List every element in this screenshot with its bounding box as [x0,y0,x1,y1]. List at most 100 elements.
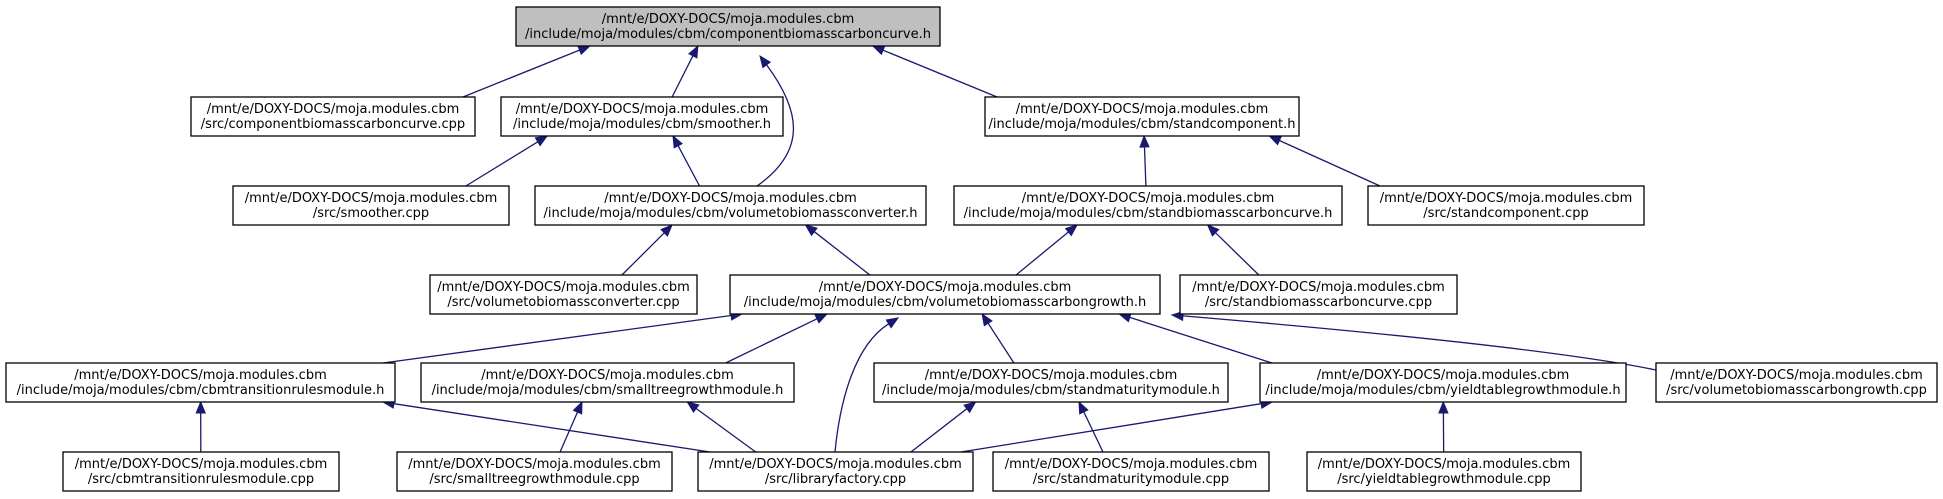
node-box [992,451,1270,492]
graph-node-vtbconv_h[interactable]: /mnt/e/DOXY-DOCS/moja.modules.cbm/includ… [534,185,927,226]
node-label-line: /mnt/e/DOXY-DOCS/moja.modules.cbm [74,368,327,383]
node-label-line: /src/libraryfactory.cpp [765,472,906,487]
edge-line [671,55,694,98]
graph-edge-cbcc_cpp-to-root [462,45,592,98]
node-label-line: /mnt/e/DOXY-DOCS/moja.modules.cbm [437,280,690,295]
node-label-line: /include/moja/modules/cbm/smoother.h [513,117,771,132]
graph-node-stg_cpp[interactable]: /mnt/e/DOXY-DOCS/moja.modules.cbm/src/sm… [396,451,673,492]
graph-edge-vtbconv_cpp-to-vtbconv_h [621,224,673,276]
graph-node-vtbcg_h[interactable]: /mnt/e/DOXY-DOCS/moja.modules.cbm/includ… [729,274,1161,315]
graph-node-ytg_h[interactable]: /mnt/e/DOXY-DOCS/moja.modules.cbm/includ… [1259,362,1627,403]
node-box [500,96,784,137]
node-label-line: /mnt/e/DOXY-DOCS/moja.modules.cbm [481,368,734,383]
node-label-line: /src/smoother.cpp [313,206,429,221]
graph-edge-smm_cpp-to-smm_h [1078,400,1104,453]
node-layer: /mnt/e/DOXY-DOCS/moja.modules.cbm/includ… [5,6,1938,492]
node-label-line: /src/volumetobiomasscarbongrowth.cpp [1666,383,1927,398]
node-label-line: /include/moja/modules/cbm/volumetobiomas… [544,206,918,221]
node-box [729,274,1161,315]
node-box [515,6,941,47]
graph-node-ytg_cpp[interactable]: /mnt/e/DOXY-DOCS/moja.modules.cbm/src/yi… [1306,451,1582,492]
node-box [953,185,1343,226]
node-box [62,451,340,492]
edge-line [882,49,998,98]
edge-line [465,141,539,187]
edge-line [559,411,579,453]
edge-line [677,145,701,187]
edge-line [1182,315,1657,371]
graph-node-cbmtr_h[interactable]: /mnt/e/DOXY-DOCS/moja.modules.cbm/includ… [5,362,396,403]
edge-arrowhead [534,135,549,147]
graph-edge-vtbconv_h-to-root [756,54,794,187]
node-label-line: /mnt/e/DOXY-DOCS/moja.modules.cbm [516,102,769,117]
graph-node-vtbconv_cpp[interactable]: /mnt/e/DOXY-DOCS/moja.modules.cbm/src/vo… [429,274,698,315]
node-label-line: /mnt/e/DOXY-DOCS/moja.modules.cbm [604,191,857,206]
graph-edge-sbcc_cpp-to-sbcc_h [1206,224,1260,276]
graph-node-cbcc_cpp[interactable]: /mnt/e/DOXY-DOCS/moja.modules.cbm/src/co… [190,96,476,137]
edge-arrowhead [981,312,993,327]
graph-node-stg_h[interactable]: /mnt/e/DOXY-DOCS/moja.modules.cbm/includ… [420,362,795,403]
edge-line [1129,316,1273,364]
edge-arrowhead [759,54,772,69]
graph-node-smoother_h[interactable]: /mnt/e/DOXY-DOCS/moja.modules.cbm/includ… [500,96,784,137]
edge-arrowhead [577,45,592,56]
node-label-line: /include/moja/modules/cbm/standmaturitym… [882,383,1220,398]
edge-line [813,231,871,276]
node-box [5,362,396,403]
graph-edge-smm_h-to-vtbcg_h [981,312,1015,364]
edge-arrowhead [660,224,673,237]
edge-arrowhead [885,317,900,329]
graph-edge-smoother_cpp-to-smoother_h [465,135,549,187]
graph-edge-standcomp_cpp-to-standcomp_h [1268,135,1381,187]
graph-node-smm_h[interactable]: /mnt/e/DOXY-DOCS/moja.modules.cbm/includ… [873,362,1229,403]
node-box [232,185,510,226]
node-box [396,451,673,492]
graph-node-standcomp_cpp[interactable]: /mnt/e/DOXY-DOCS/moja.modules.cbm/src/st… [1367,185,1645,226]
node-label-line: /mnt/e/DOXY-DOCS/moja.modules.cbm [602,12,855,27]
edge-line [1215,232,1260,276]
graph-node-smoother_cpp[interactable]: /mnt/e/DOXY-DOCS/moja.modules.cbm/src/sm… [232,185,510,226]
node-label-line: /mnt/e/DOXY-DOCS/moja.modules.cbm [1022,191,1275,206]
node-box [420,362,795,403]
graph-node-vtbcg_cpp[interactable]: /mnt/e/DOXY-DOCS/moja.modules.cbm/src/vo… [1655,362,1938,403]
graph-edge-cbmtr_cpp-to-cbmtr_h [195,400,206,453]
node-label-line: /mnt/e/DOXY-DOCS/moja.modules.cbm [75,457,328,472]
graph-edge-libfactory_cpp-to-ytg_h [960,398,1274,453]
node-label-line: /mnt/e/DOXY-DOCS/moja.modules.cbm [245,191,498,206]
node-label-line: /src/standbiomasscarboncurve.cpp [1205,295,1432,310]
edge-arrowhead [688,44,699,59]
node-label-line: /mnt/e/DOXY-DOCS/moja.modules.cbm [1192,280,1445,295]
edge-arrowhead [871,45,886,56]
graph-edge-smoother_h-to-root [671,44,699,98]
graph-edge-stg_h-to-vtbcg_h [725,313,829,364]
node-label-line: /mnt/e/DOXY-DOCS/moja.modules.cbm [1317,368,1570,383]
graph-node-standcomp_h[interactable]: /mnt/e/DOXY-DOCS/moja.modules.cbm/includ… [984,96,1300,137]
graph-node-sbcc_cpp[interactable]: /mnt/e/DOXY-DOCS/moja.modules.cbm/src/st… [1179,274,1458,315]
edge-line [1279,139,1381,187]
edge-line [725,318,818,364]
node-label-line: /mnt/e/DOXY-DOCS/moja.modules.cbm [925,368,1178,383]
node-box [1655,362,1938,403]
edge-line [695,407,757,453]
node-label-line: /include/moja/modules/cbm/standcomponent… [989,117,1296,132]
edge-arrowhead [1206,224,1220,237]
node-box [1367,185,1645,226]
edge-arrowhead [1078,400,1089,415]
edge-line [987,322,1015,364]
node-label-line: /include/moja/modules/cbm/yieldtablegrow… [1265,383,1620,398]
graph-node-smm_cpp[interactable]: /mnt/e/DOXY-DOCS/moja.modules.cbm/src/st… [992,451,1270,492]
graph-node-cbmtr_cpp[interactable]: /mnt/e/DOXY-DOCS/moja.modules.cbm/src/cb… [62,451,340,492]
node-box [1259,362,1627,403]
edge-arrowhead [1268,135,1283,146]
graph-node-sbcc_h[interactable]: /mnt/e/DOXY-DOCS/moja.modules.cbm/includ… [953,185,1343,226]
node-label-line: /mnt/e/DOXY-DOCS/moja.modules.cbm [1318,457,1571,472]
node-label-line: /mnt/e/DOXY-DOCS/moja.modules.cbm [819,280,1072,295]
node-label-line: /include/moja/modules/cbm/standbiomassca… [964,206,1333,221]
graph-edge-libfactory_cpp-to-cbmtr_h [381,398,711,453]
edge-line [462,49,580,98]
node-box [534,185,927,226]
edge-arrowhead [572,400,583,415]
graph-node-libfactory_cpp[interactable]: /mnt/e/DOXY-DOCS/moja.modules.cbm/src/li… [697,451,974,492]
graph-edge-cbmtr_h-to-vtbcg_h [382,310,744,364]
graph-node-root[interactable]: /mnt/e/DOXY-DOCS/moja.modules.cbm/includ… [515,6,941,47]
